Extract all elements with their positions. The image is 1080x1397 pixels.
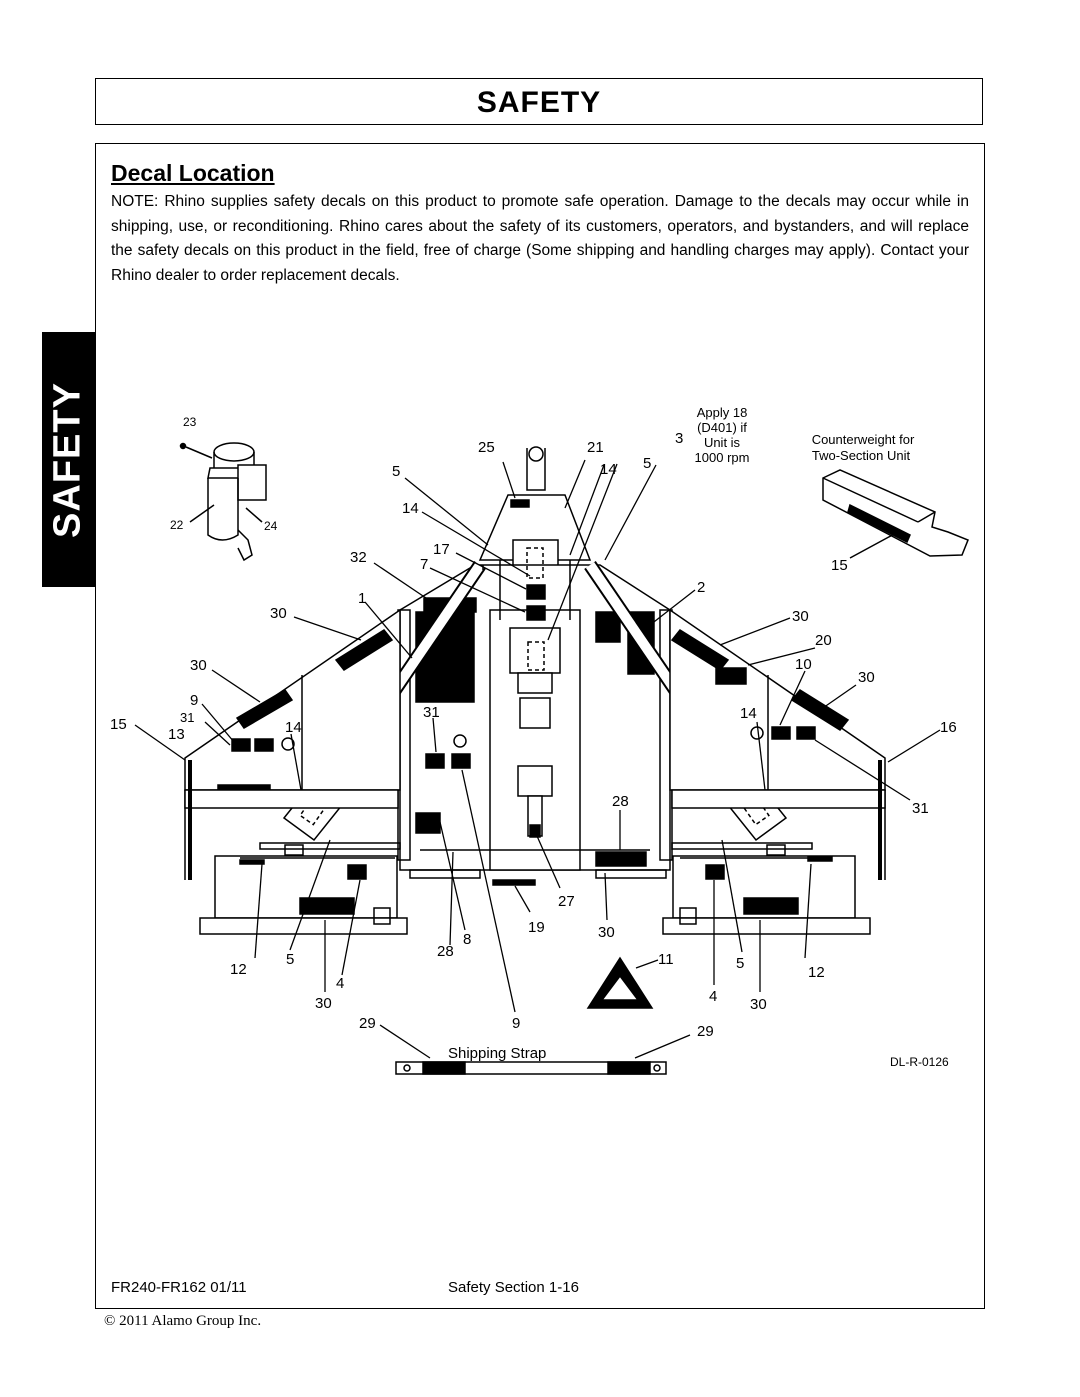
callout-15: 15 — [110, 716, 127, 733]
callout-31: 31 — [180, 710, 194, 725]
callout-5: 5 — [736, 955, 744, 972]
callout-5: 5 — [286, 951, 294, 968]
note-paragraph: NOTE: Rhino supplies safety decals on th… — [111, 190, 969, 288]
callout-8: 8 — [463, 931, 471, 948]
apply-note-line-3: Unit is — [704, 435, 741, 450]
side-tab-label: SAFETY — [46, 382, 89, 538]
copyright: © 2011 Alamo Group Inc. — [104, 1313, 262, 1329]
callout-13: 13 — [168, 726, 185, 743]
callout-5: 5 — [643, 455, 651, 472]
counterweight-label-line-2: Two-Section Unit — [812, 448, 911, 463]
callout-24: 24 — [264, 519, 278, 533]
inset-cylinder — [179, 442, 267, 562]
callout-21: 21 — [587, 439, 604, 456]
callout-27: 27 — [558, 893, 575, 910]
callout-32: 32 — [350, 549, 367, 566]
leader-lines — [134, 459, 941, 1059]
callout-23: 23 — [183, 415, 197, 429]
apply-note-line-1: Apply 18 — [697, 405, 748, 420]
callout-25: 25 — [478, 439, 495, 456]
callout-4: 4 — [709, 988, 717, 1005]
content-frame — [95, 143, 985, 1309]
callout-30: 30 — [792, 608, 809, 625]
callout-19: 19 — [528, 919, 545, 936]
callout-14: 14 — [600, 461, 617, 478]
callout-9: 9 — [190, 692, 198, 709]
callout-3: 3 — [675, 430, 683, 447]
side-tab: SAFETY — [42, 332, 95, 587]
note-label: NOTE: — [111, 193, 159, 210]
callout-22: 22 — [170, 518, 184, 532]
callout-labels: 23 22 24 25 21 3 5 14 5 14 17 7 32 1 2 3… — [110, 405, 957, 1069]
callout-16: 16 — [940, 719, 957, 736]
decal-location-diagram: 23 22 24 25 21 3 5 14 5 14 17 7 32 1 2 3… — [110, 405, 969, 1075]
callout-9: 9 — [512, 1015, 520, 1032]
smv-triangle — [586, 956, 654, 1009]
callout-2: 2 — [697, 579, 705, 596]
callout-5: 5 — [392, 463, 400, 480]
drawing-id: DL-R-0126 — [890, 1055, 949, 1069]
section-title: Decal Location — [111, 160, 275, 186]
mower-body — [184, 446, 886, 935]
callout-28: 28 — [612, 793, 629, 810]
callout-15: 15 — [831, 557, 848, 574]
callout-14: 14 — [740, 705, 757, 722]
callout-14: 14 — [402, 500, 419, 517]
shipping-strap-label: Shipping Strap — [448, 1045, 546, 1062]
note-text: Rhino supplies safety decals on this pro… — [111, 193, 969, 284]
footer-model: FR240-FR162 01/11 — [111, 1279, 247, 1296]
callout-29: 29 — [359, 1015, 376, 1032]
callout-30: 30 — [270, 605, 287, 622]
callout-12: 12 — [230, 961, 247, 978]
counterweight-label-line-1: Counterweight for — [812, 432, 915, 447]
shipping-strap — [395, 1061, 667, 1075]
callout-12: 12 — [808, 964, 825, 981]
inset-counterweight — [822, 469, 969, 559]
header-title: SAFETY — [476, 86, 602, 119]
callout-20: 20 — [815, 632, 832, 649]
callout-30: 30 — [598, 924, 615, 941]
callout-14: 14 — [285, 719, 302, 736]
callout-31: 31 — [912, 800, 929, 817]
apply-note-line-2: (D401) if — [697, 420, 747, 435]
callout-17: 17 — [433, 541, 450, 558]
callout-30: 30 — [750, 996, 767, 1013]
page-header: SAFETY — [95, 78, 983, 125]
callout-10: 10 — [795, 656, 812, 673]
callout-28: 28 — [437, 943, 454, 960]
callout-31: 31 — [423, 704, 440, 721]
footer-page: Safety Section 1-16 — [448, 1279, 579, 1296]
callout-30: 30 — [315, 995, 332, 1012]
callout-1: 1 — [358, 590, 366, 607]
callout-29: 29 — [697, 1023, 714, 1040]
callout-30: 30 — [858, 669, 875, 686]
callout-30: 30 — [190, 657, 207, 674]
callout-11: 11 — [658, 951, 674, 968]
callout-7: 7 — [420, 556, 428, 573]
callout-4: 4 — [336, 975, 344, 992]
apply-note-line-4: 1000 rpm — [695, 450, 750, 465]
